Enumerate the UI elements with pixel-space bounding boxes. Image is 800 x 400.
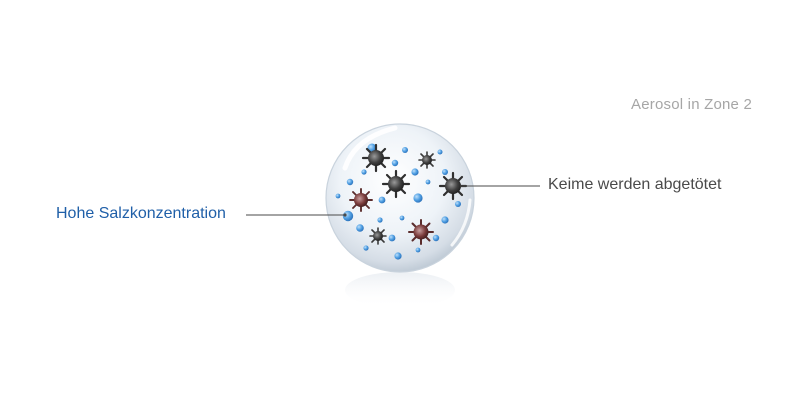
germ-icon xyxy=(349,188,373,212)
salt-particle-icon xyxy=(442,169,448,175)
salt-particle-icon xyxy=(391,159,399,167)
salt-particle-icon xyxy=(346,178,354,186)
salt-particle-icon xyxy=(411,168,419,176)
salt-particle-icon xyxy=(413,193,423,203)
germ-icon xyxy=(408,219,434,245)
salt-particle-icon xyxy=(356,224,364,232)
germs-killed-label: Keime werden abgetötet xyxy=(548,176,722,193)
salt-particle-icon xyxy=(455,201,461,207)
salt-particle-icon xyxy=(378,196,386,204)
aerosol-droplet-icon xyxy=(325,123,475,273)
salt-particle-icon xyxy=(335,193,341,199)
salt-concentration-label: Hohe Salzkonzentration xyxy=(56,205,226,222)
germs xyxy=(349,143,468,245)
germ-icon xyxy=(381,169,411,199)
diagram-title: Aerosol in Zone 2 xyxy=(631,96,752,113)
salt-particle-icon xyxy=(402,147,408,153)
salt-particle-icon xyxy=(415,247,421,253)
salt-particle-icon xyxy=(399,215,405,221)
droplet-highlight xyxy=(342,125,398,171)
salt-particle-icon xyxy=(388,234,396,242)
salt-particle-icon xyxy=(377,217,383,223)
germ-icon xyxy=(369,227,387,245)
salt-particle-icon xyxy=(361,169,367,175)
salt-particle-icon xyxy=(394,252,402,260)
salt-particle-icon xyxy=(437,149,443,155)
salt-particles xyxy=(335,143,461,260)
droplet-rim-highlight xyxy=(450,198,472,247)
salt-particle-icon xyxy=(342,210,354,222)
germ-icon xyxy=(418,151,436,169)
salt-particle-icon xyxy=(441,216,449,224)
salt-particle-icon xyxy=(363,245,369,251)
germ-icon xyxy=(361,143,391,173)
salt-particle-icon xyxy=(425,179,431,185)
salt-particle-icon xyxy=(432,234,440,242)
droplet-reflection xyxy=(345,272,455,308)
leader-dot-left xyxy=(343,213,347,217)
